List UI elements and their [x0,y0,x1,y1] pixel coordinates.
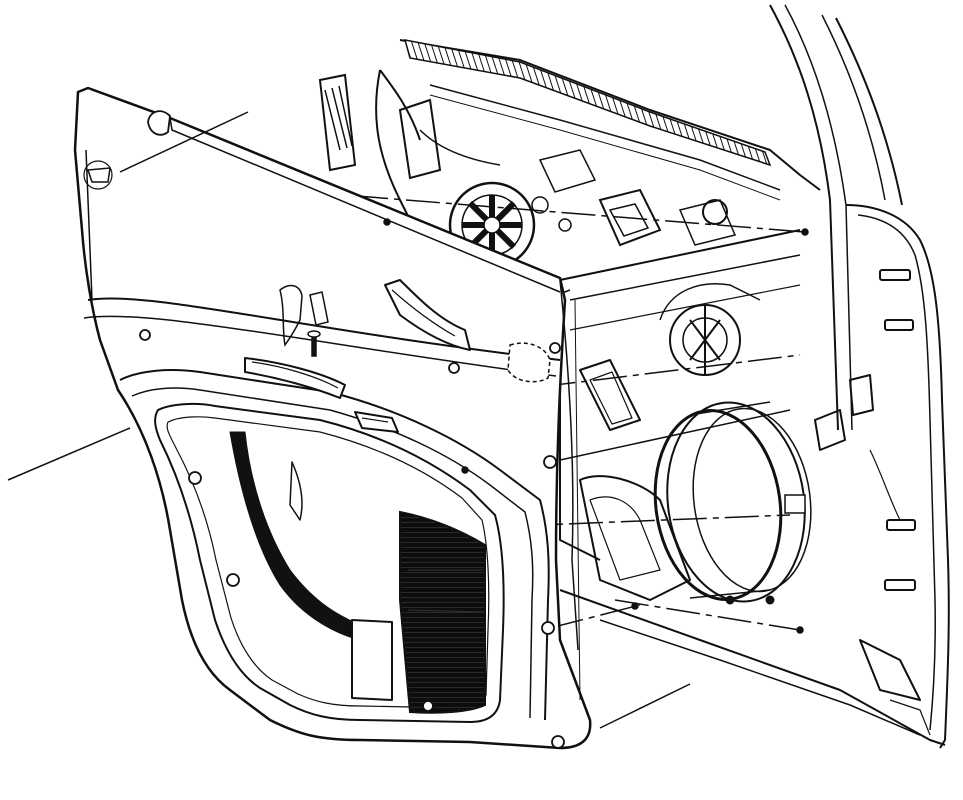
regulator-wheel [448,181,536,269]
window-channel [403,39,781,201]
trim-panel-fasteners [139,329,565,749]
hinge-edge-clip [507,342,551,383]
door-trim-panel [73,86,592,750]
actuator-assembly [318,69,761,376]
loose-fasteners [279,218,809,634]
door-speaker [653,401,812,605]
speaker-grille [399,510,486,714]
callout-leaders [7,111,691,729]
